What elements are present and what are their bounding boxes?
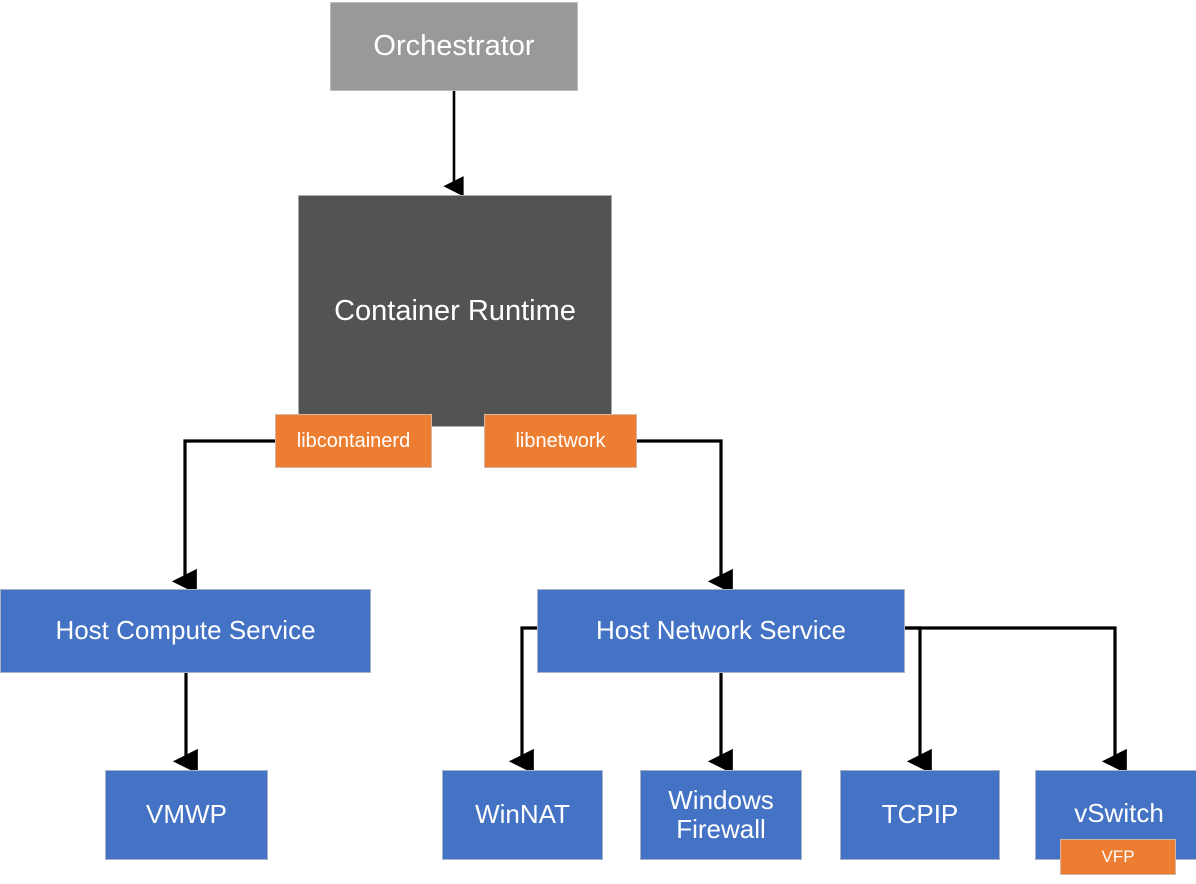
- node-host-compute-service-label: Host Compute Service: [55, 615, 316, 646]
- node-vfp[interactable]: VFP: [1060, 839, 1176, 875]
- node-windows-firewall-label-line1: Windows: [668, 784, 774, 815]
- node-vfp-label: VFP: [1101, 847, 1135, 867]
- node-tcpip[interactable]: TCPIP: [840, 770, 1000, 860]
- node-host-network-service-label: Host Network Service: [596, 615, 846, 646]
- node-libnetwork[interactable]: libnetwork: [484, 414, 637, 468]
- node-vswitch-label: vSwitch: [1074, 798, 1164, 828]
- node-container-runtime[interactable]: Container Runtime: [298, 195, 612, 427]
- edge-host-network-service-to-vswitch: [905, 626, 1127, 774]
- edge-host-network-service-to-tcpip: [905, 626, 932, 774]
- node-orchestrator[interactable]: Orchestrator: [330, 2, 578, 91]
- node-host-network-service[interactable]: Host Network Service: [537, 589, 905, 673]
- edge-libnetwork-to-host-network-service: [637, 439, 733, 594]
- node-orchestrator-label: Orchestrator: [373, 30, 535, 63]
- node-windows-firewall[interactable]: Windows Firewall: [640, 770, 802, 860]
- node-host-compute-service[interactable]: Host Compute Service: [0, 589, 371, 673]
- node-vmwp-label: VMWP: [146, 799, 227, 830]
- node-libnetwork-label: libnetwork: [515, 429, 606, 452]
- node-vmwp[interactable]: VMWP: [105, 770, 268, 860]
- node-libcontainerd[interactable]: libcontainerd: [275, 414, 432, 468]
- edge-libcontainerd-to-host-compute-service: [171, 439, 275, 594]
- node-winnat-label: WinNAT: [475, 799, 570, 830]
- node-container-runtime-label: Container Runtime: [334, 294, 576, 327]
- node-libcontainerd-label: libcontainerd: [296, 429, 411, 452]
- edge-host-network-service-to-winnat: [508, 626, 537, 774]
- node-windows-firewall-label-line2: Firewall: [676, 814, 766, 844]
- node-tcpip-label: TCPIP: [881, 799, 959, 830]
- node-winnat[interactable]: WinNAT: [442, 770, 603, 860]
